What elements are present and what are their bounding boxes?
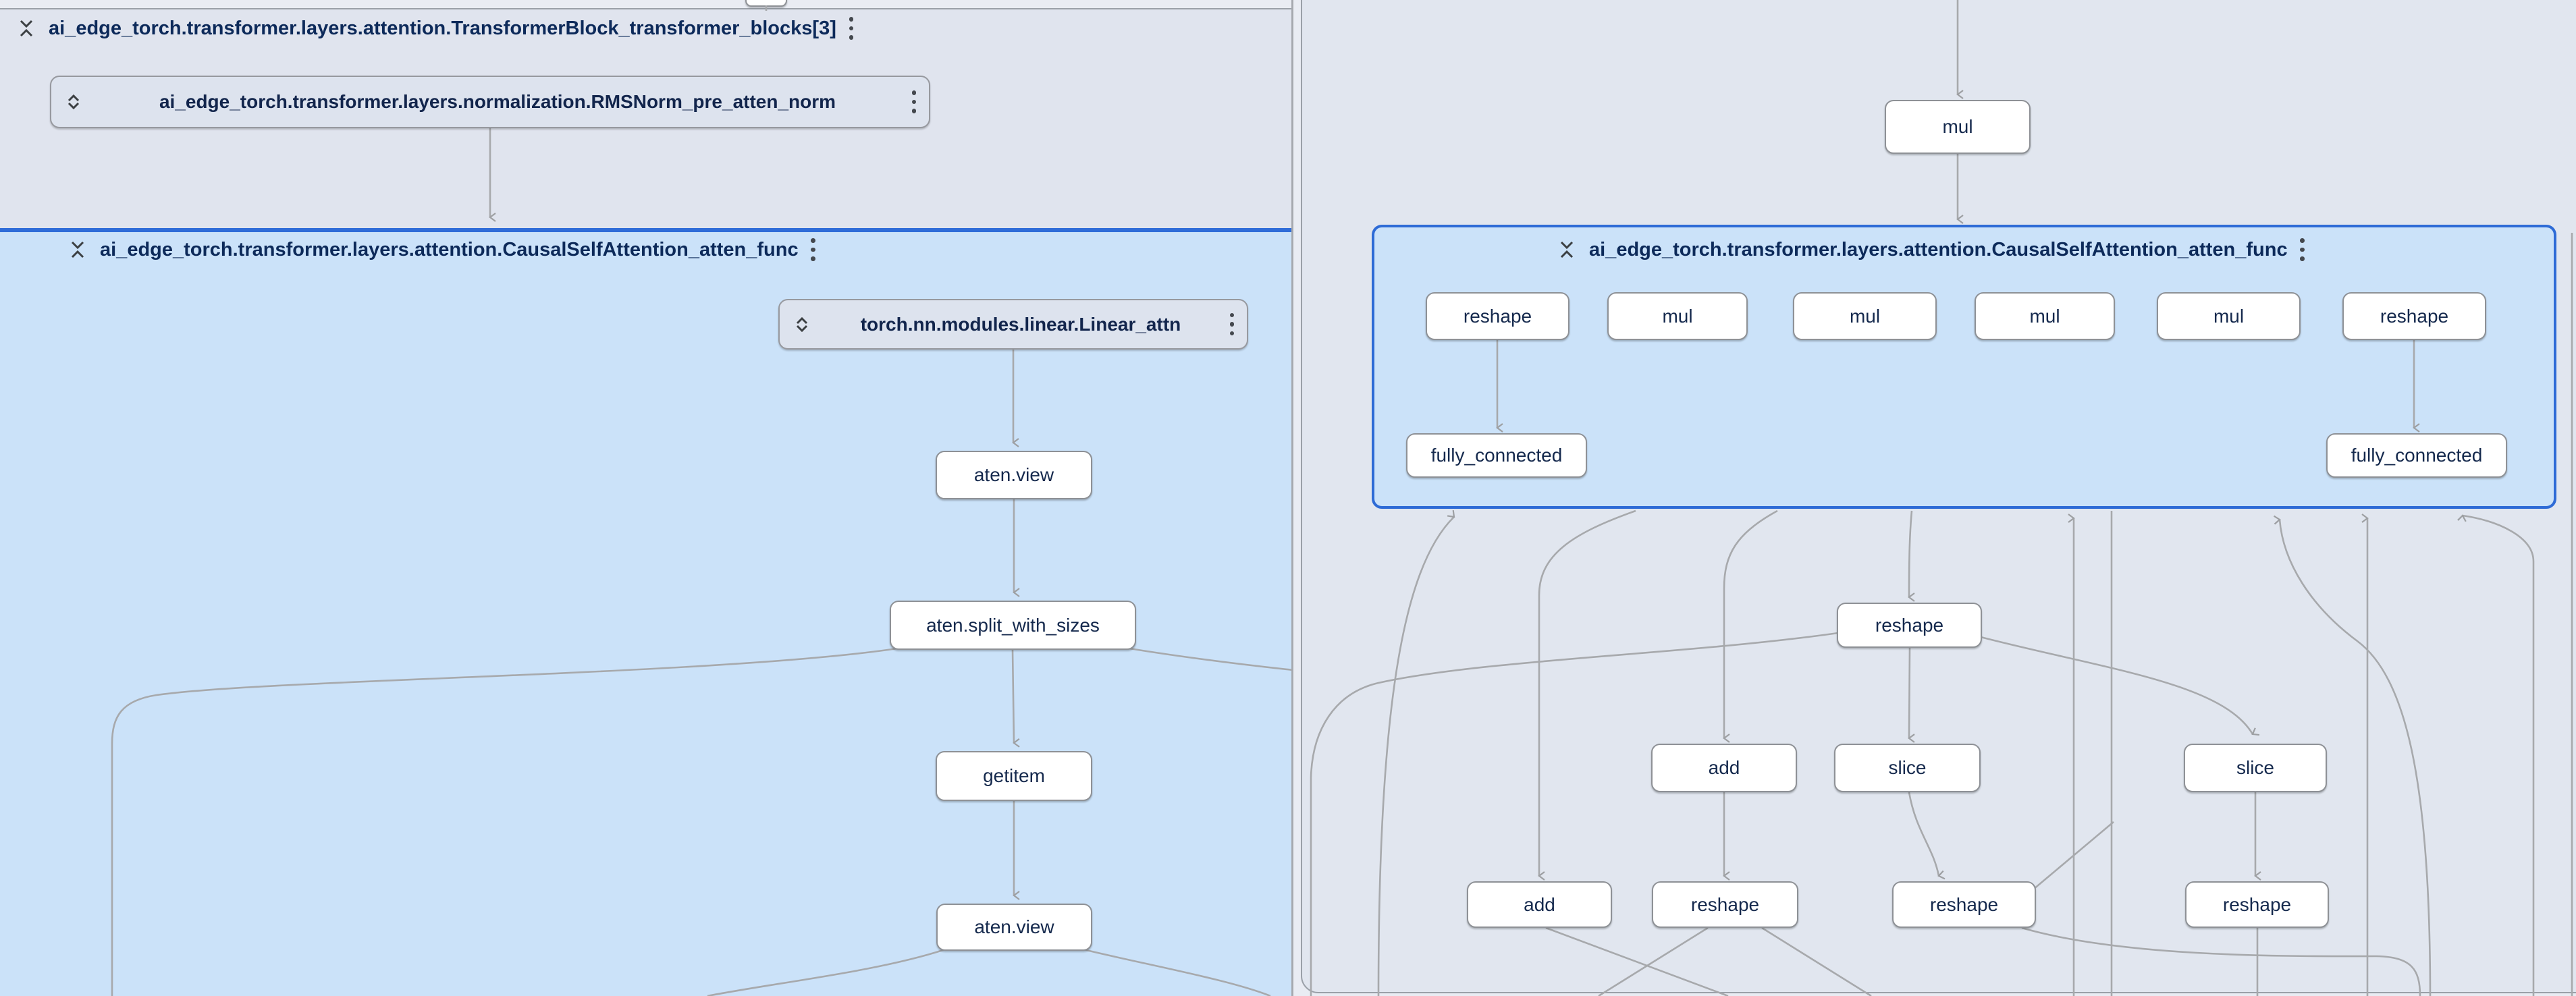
op-node-r-slice-2[interactable]: slice <box>2184 744 2327 792</box>
right-graph-pane[interactable]: ai_edge_torch.transformer.layers.attenti… <box>1293 0 2576 996</box>
pane-divider[interactable] <box>1291 0 1293 996</box>
left-edges-layer <box>111 5 1291 996</box>
op-node-r-mul-d[interactable]: mul <box>2157 292 2301 340</box>
unfold-more-icon[interactable] <box>63 90 84 114</box>
more-vert-icon[interactable] <box>811 238 816 261</box>
left-graph-pane[interactable]: ai_edge_torch.transformer.layers.attenti… <box>0 0 1291 996</box>
rmsnorm-collapsed-node[interactable]: ai_edge_torch.transformer.layers.normali… <box>50 76 930 128</box>
right-edges-layer <box>1310 0 2573 996</box>
unfold-less-icon[interactable] <box>68 238 88 262</box>
op-node-r-reshape-2[interactable]: reshape <box>1892 881 2036 928</box>
left-causal-self-attention-header[interactable]: ai_edge_torch.transformer.layers.attenti… <box>68 238 816 262</box>
more-vert-icon[interactable] <box>2300 238 2305 261</box>
more-vert-icon[interactable] <box>849 17 854 40</box>
right-causal-self-attention-title: ai_edge_torch.transformer.layers.attenti… <box>1589 238 2288 260</box>
op-node-r-reshape-mid[interactable]: reshape <box>1837 603 1982 648</box>
op-node-l-getitem[interactable]: getitem <box>936 751 1092 801</box>
op-node-r-mul-a[interactable]: mul <box>1607 292 1748 340</box>
op-node-r-mul-c[interactable]: mul <box>1975 292 2115 340</box>
op-node-r-fc-b[interactable]: fully_connected <box>2326 433 2507 478</box>
op-node-l-view1[interactable]: aten.view <box>936 451 1092 499</box>
op-node-r-reshape-a[interactable]: reshape <box>1426 292 1569 340</box>
op-node-r-add-2[interactable]: add <box>1467 881 1612 928</box>
left-transformer-block-title: ai_edge_torch.transformer.layers.attenti… <box>49 17 836 39</box>
op-node-l-view2[interactable]: aten.view <box>936 904 1092 951</box>
right-causal-self-attention-header[interactable]: ai_edge_torch.transformer.layers.attenti… <box>1557 238 2305 262</box>
unfold-more-icon[interactable] <box>792 312 812 337</box>
left-causal-self-attention-title: ai_edge_torch.transformer.layers.attenti… <box>100 238 799 260</box>
op-node-r-add-1[interactable]: add <box>1651 744 1797 792</box>
op-node-r-fc-a[interactable]: fully_connected <box>1406 433 1587 478</box>
unfold-less-icon[interactable] <box>16 16 36 40</box>
op-node-r-slice-1[interactable]: slice <box>1834 744 1981 792</box>
op-node-r-mul-b[interactable]: mul <box>1793 292 1937 340</box>
unfold-less-icon[interactable] <box>1557 238 1577 262</box>
left-transformer-block-header[interactable]: ai_edge_torch.transformer.layers.attenti… <box>16 16 854 40</box>
op-node-r-reshape-b[interactable]: reshape <box>2342 292 2486 340</box>
op-node-r-reshape-3[interactable]: reshape <box>2185 881 2329 928</box>
linear-collapsed-node[interactable]: torch.nn.modules.linear.Linear_attn <box>778 299 1248 350</box>
op-node-l-split[interactable]: aten.split_with_sizes <box>890 601 1136 650</box>
op-node-r-reshape-1[interactable]: reshape <box>1652 881 1798 928</box>
op-node-r-mul-top[interactable]: mul <box>1885 100 2031 154</box>
rmsnorm-node-label: ai_edge_torch.transformer.layers.normali… <box>159 91 836 112</box>
more-vert-icon[interactable] <box>1229 312 1235 336</box>
linear-node-label: torch.nn.modules.linear.Linear_attn <box>860 313 1181 335</box>
more-vert-icon[interactable] <box>911 90 917 113</box>
